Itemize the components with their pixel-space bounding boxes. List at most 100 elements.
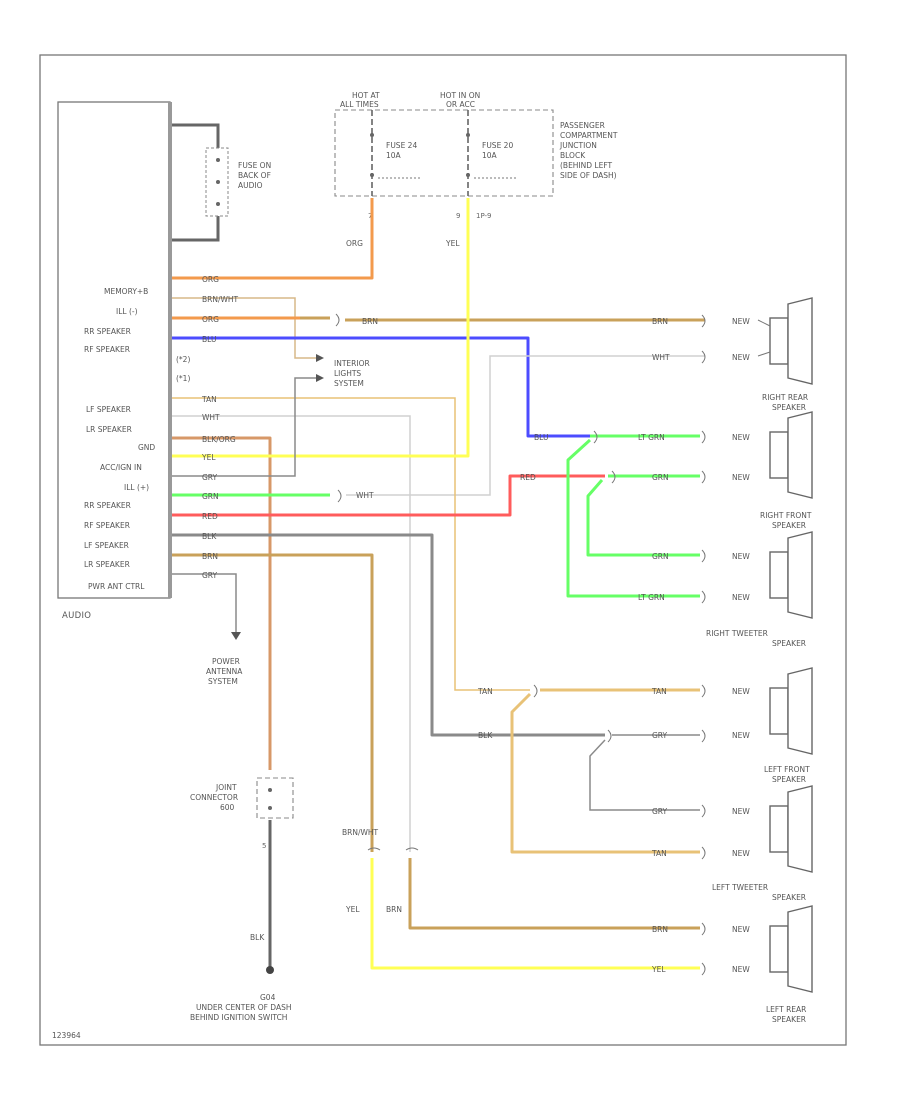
svg-text:5: 5 (262, 842, 266, 850)
audio-pin-label: LR SPEAKER (86, 425, 132, 434)
svg-text:LT GRN: LT GRN (638, 593, 665, 602)
svg-text:BRN: BRN (652, 317, 668, 326)
audio-pin-label: ILL (+) (124, 483, 149, 492)
svg-text:GRN: GRN (202, 492, 219, 501)
svg-text:LT GRN: LT GRN (638, 433, 665, 442)
svg-text:BRN/WHT: BRN/WHT (202, 295, 239, 304)
svg-text:TAN: TAN (201, 395, 217, 404)
audio-pin-label: RF SPEAKER (84, 345, 130, 354)
wires (172, 198, 706, 976)
svg-text:BRN/WHT: BRN/WHT (342, 828, 379, 837)
svg-text:YEL: YEL (201, 453, 216, 462)
svg-text:BLK: BLK (250, 933, 265, 942)
audio-pin-label: LR SPEAKER (84, 560, 130, 569)
speaker-left-tweeter: NEW NEW (732, 785, 813, 873)
audio-pin-label: LF SPEAKER (84, 541, 129, 550)
svg-text:NEW: NEW (732, 731, 750, 740)
audio-pin-label: (*1) (176, 374, 190, 383)
svg-text:NEW: NEW (732, 687, 750, 696)
svg-text:TAN: TAN (477, 687, 493, 696)
svg-text:BLK/ORG: BLK/ORG (202, 435, 236, 444)
svg-text:NEW: NEW (732, 965, 750, 974)
audio-pin-label: RF SPEAKER (84, 521, 130, 530)
svg-text:WHT: WHT (652, 353, 670, 362)
audio-pin-label: PWR ANT CTRL (88, 582, 145, 591)
svg-text:RED: RED (202, 512, 218, 521)
svg-text:1P-9: 1P-9 (476, 212, 492, 220)
svg-text:NEW: NEW (732, 473, 750, 482)
speaker-left-rear: NEW NEW (732, 905, 813, 993)
svg-text:NEW: NEW (732, 353, 750, 362)
speaker-right-tweeter: NEW NEW (732, 531, 813, 619)
svg-text:GRN: GRN (652, 473, 669, 482)
svg-text:NEW: NEW (732, 433, 750, 442)
speaker-right-front: NEW NEW (732, 411, 813, 499)
svg-text:NEW: NEW (732, 593, 750, 602)
svg-text:TAN: TAN (651, 849, 667, 858)
svg-text:NEW: NEW (732, 925, 750, 934)
svg-text:YEL: YEL (651, 965, 666, 974)
audio-pin-label: ACC/IGN IN (100, 463, 142, 472)
svg-text:BLU: BLU (202, 335, 216, 344)
svg-text:NEW: NEW (732, 317, 750, 326)
svg-text:ORG: ORG (202, 275, 219, 284)
svg-text:NEW: NEW (732, 849, 750, 858)
speaker-right-rear: NEW NEW (732, 297, 813, 385)
svg-text:GRY: GRY (202, 473, 218, 482)
audio-pin-label: MEMORY+B (104, 287, 148, 296)
svg-text:BLU: BLU (534, 433, 548, 442)
svg-text:NEW: NEW (732, 807, 750, 816)
svg-text:7: 7 (368, 212, 372, 220)
audio-pin-label: GND (138, 443, 155, 452)
svg-text:YEL: YEL (345, 905, 360, 914)
audio-pin-label: LF SPEAKER (86, 405, 131, 414)
svg-text:BLK: BLK (202, 532, 217, 541)
svg-text:BRN: BRN (362, 317, 378, 326)
svg-text:GRY: GRY (202, 571, 218, 580)
svg-text:ORG: ORG (202, 315, 219, 324)
figure-id: 123964 (52, 1031, 81, 1040)
audio-unit: AUDIO MEMORY+B ILL (-) RR SPEAKER RF SPE… (57, 101, 190, 621)
audio-pin-label: (*2) (176, 355, 190, 364)
svg-text:TAN: TAN (651, 687, 667, 696)
audio-pin-label: RR SPEAKER (84, 327, 131, 336)
speaker-left-front: NEW NEW (732, 667, 813, 755)
svg-text:RED: RED (520, 473, 536, 482)
svg-text:WHT: WHT (356, 491, 374, 500)
svg-text:NEW: NEW (732, 552, 750, 561)
audio-pin-label: RR SPEAKER (84, 501, 131, 510)
wire-color-labels: ORG BRN/WHT ORG BLU TAN WHT BLK/ORG YEL … (201, 275, 670, 974)
svg-text:BRN: BRN (202, 552, 218, 561)
svg-text:9: 9 (456, 212, 460, 220)
svg-text:GRY: GRY (652, 807, 668, 816)
svg-text:ORG: ORG (346, 239, 363, 248)
svg-text:BRN: BRN (386, 905, 402, 914)
svg-text:WHT: WHT (202, 413, 220, 422)
speaker-label: RIGHT TWEETERSPEAKER (706, 629, 806, 648)
audio-pin-label: ILL (-) (116, 307, 138, 316)
audio-label: AUDIO (62, 611, 91, 621)
speaker-label: LEFT TWEETERSPEAKER (712, 883, 806, 902)
diagram-frame (39, 54, 847, 1046)
svg-text:YEL: YEL (445, 239, 460, 248)
svg-text:BLK: BLK (478, 731, 493, 740)
svg-text:GRY: GRY (652, 731, 668, 740)
